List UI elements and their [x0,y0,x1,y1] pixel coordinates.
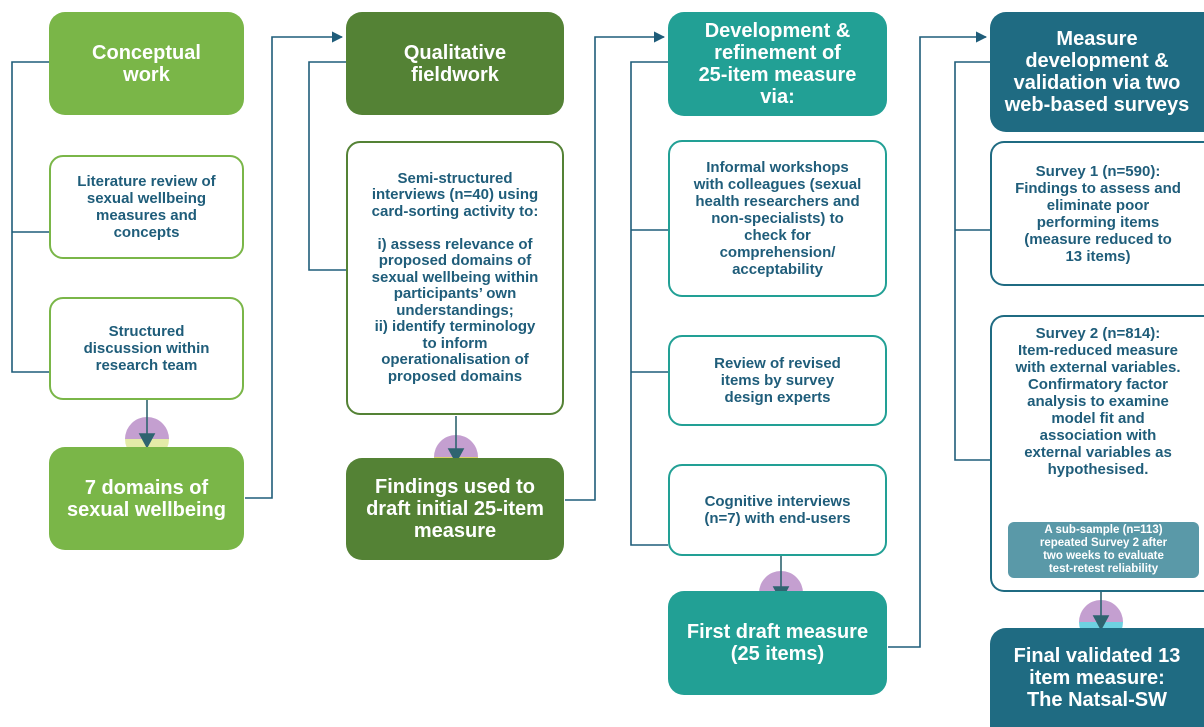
semi-structured-interviews-box: Semi-structured interviews (n=40) using … [346,141,564,415]
seven-domains-result: 7 domains of sexual wellbeing [49,447,244,550]
measure-development-header: Measure development & validation via two… [990,12,1204,132]
literature-review-box: Literature review of sexual wellbeing me… [49,155,244,259]
first-draft-measure-result: First draft measure (25 items) [668,591,887,695]
review-revised-items-box: Review of revised items by survey design… [668,335,887,426]
cognitive-interviews-box: Cognitive interviews (n=7) with end-user… [668,464,887,556]
structured-discussion-box: Structured discussion within research te… [49,297,244,400]
col3-bracket [630,61,668,546]
arrow-c2-c3 [565,31,666,501]
qualitative-fieldwork-header: Qualitative fieldwork [346,12,564,115]
findings-used-result: Findings used to draft initial 25-item m… [346,458,564,560]
col4-bracket [954,61,990,461]
survey-1-box: Survey 1 (n=590): Findings to assess and… [990,141,1204,286]
development-refinement-header: Development & refinement of 25-item meas… [668,12,887,116]
informal-workshops-box: Informal workshops with colleagues (sexu… [668,140,887,297]
conceptual-work-header: Conceptual work [49,12,244,115]
col1-bracket [11,61,49,373]
final-validated-measure-result: Final validated 13 item measure: The Nat… [990,628,1204,727]
sub-sample-note: A sub-sample (n=113) repeated Survey 2 a… [1008,522,1199,578]
arrow-c3-c4 [888,31,988,648]
col2-bracket [308,61,346,271]
arrow-c1-c2 [245,31,344,499]
